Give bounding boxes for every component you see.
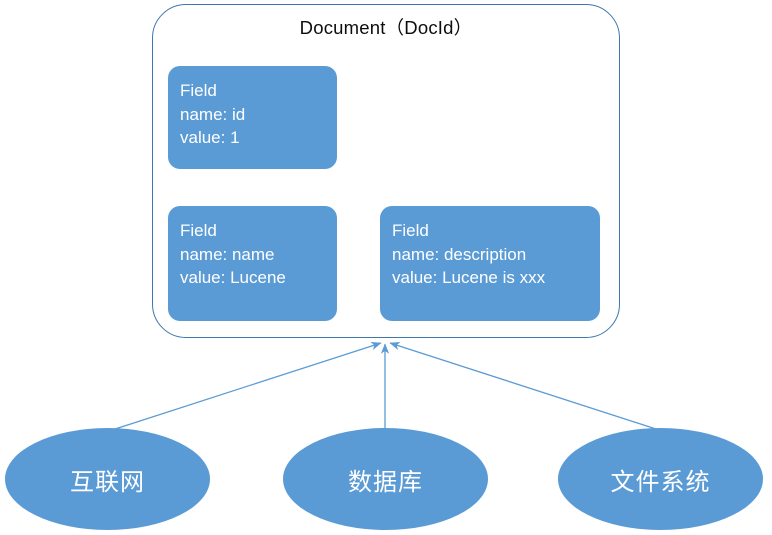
field-type-label: Field xyxy=(392,221,429,240)
field-name-line: name: id xyxy=(180,104,246,124)
arrow-internet-to-document xyxy=(111,342,382,431)
field-box-name[interactable]: Field name: name value: Lucene xyxy=(168,206,337,321)
field-type-label: Field xyxy=(180,81,217,100)
source-ellipse-filesystem[interactable]: 文件系统 xyxy=(558,428,763,530)
field-box-id[interactable]: Field name: id value: 1 xyxy=(168,66,337,169)
field-value-line: value: Lucene xyxy=(180,268,286,288)
field-value-line: value: 1 xyxy=(180,128,240,148)
arrow-filesystem-to-document xyxy=(389,342,660,431)
source-ellipse-internet[interactable]: 互联网 xyxy=(5,428,210,530)
field-name-line: name: name xyxy=(180,244,275,264)
source-label: 文件系统 xyxy=(610,469,711,496)
field-value-line: value: Lucene is xxx xyxy=(392,268,546,288)
source-label: 数据库 xyxy=(348,469,423,496)
field-type-label: Field xyxy=(180,221,217,240)
field-name-line: name: description xyxy=(392,244,527,264)
source-ellipse-database[interactable]: 数据库 xyxy=(283,428,488,530)
document-title: Document（DocId） xyxy=(299,17,473,38)
source-label: 互联网 xyxy=(70,469,145,496)
field-box-description[interactable]: Field name: description value: Lucene is… xyxy=(380,206,600,321)
